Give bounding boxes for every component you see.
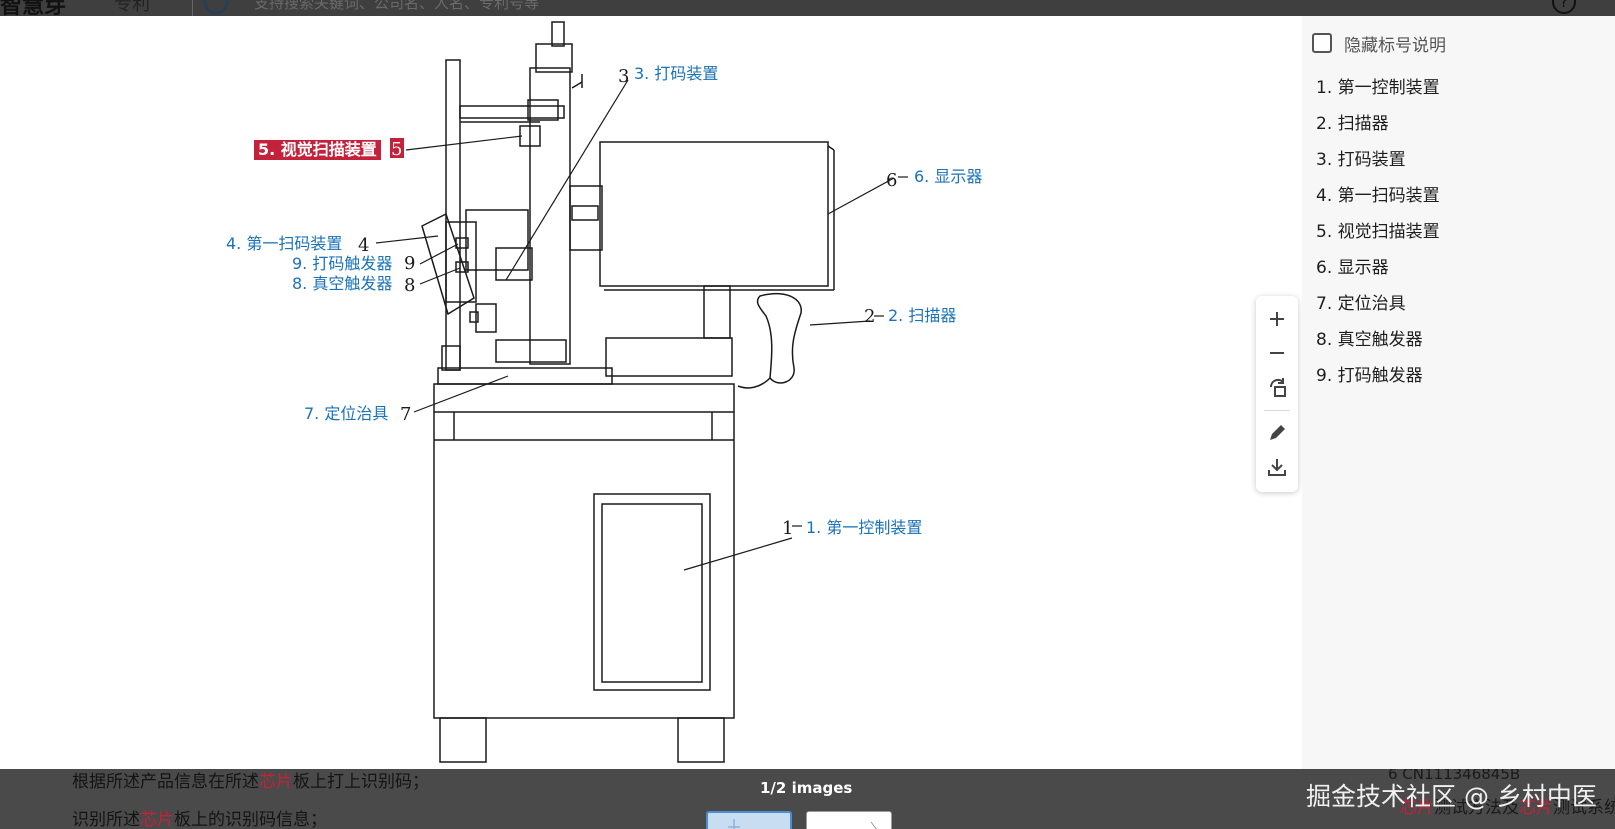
numeral-8: 8 [404,275,415,296]
globe-icon [204,0,228,14]
background-patent-ref: 6 CN111346845B [1388,769,1521,783]
pencil-icon [1270,425,1285,440]
numeral-7: 7 [400,404,411,425]
nav-tab-patent: 专利 [114,0,150,15]
legend-item-8[interactable]: 8. 真空触发器 [1316,330,1423,350]
machine-figure [421,21,835,763]
annotate-button[interactable] [1262,418,1292,448]
divider [192,0,193,16]
callout-1[interactable]: 1. 第一控制装置 [806,518,923,537]
legend-item-3[interactable]: 3. 打码装置 [1316,150,1406,170]
background-text-line-2: 识别所述芯片板上的识别码信息； [72,810,327,829]
legend-item-9[interactable]: 9. 打码触发器 [1316,366,1423,386]
legend-item-5[interactable]: 5. 视觉扫描装置 [1316,222,1440,242]
numeral-3: 3 [618,66,629,87]
download-icon [1268,459,1286,476]
callout-9[interactable]: 9. 打码触发器 [292,254,393,273]
callout-3[interactable]: 3. 打码装置 [634,64,719,83]
legend-item-2[interactable]: 2. 扫描器 [1316,114,1389,134]
search-placeholder: 支持搜索关键词、公司名、人名、专利号等 [254,0,540,12]
numeral-5-highlight: 5 [390,138,404,160]
numeral-9: 9 [404,253,415,274]
numeral-6: 6 [886,170,897,191]
zoom-in-button[interactable] [1262,304,1292,334]
app-logo: 智慧芽 [0,0,67,16]
svg-text:5: 5 [391,139,402,160]
numeral-2: 2 [864,306,875,327]
bottom-bar: 根据所述产品信息在所述芯片板上打上识别码； 识别所述芯片板上的识别码信息； 1/… [0,769,1615,829]
viewer-toolbar [1256,296,1298,492]
callout-7[interactable]: 7. 定位治具 [304,404,389,423]
hide-labels-toggle[interactable]: 隐藏标号说明 [1312,30,1446,56]
legend-item-6[interactable]: 6. 显示器 [1316,258,1389,278]
thumbnail-2[interactable] [806,811,892,829]
legend-list: 1. 第一控制装置 2. 扫描器 3. 打码装置 4. 第一扫码装置 5. 视觉… [1316,70,1440,394]
callout-2[interactable]: 2. 扫描器 [888,306,957,325]
leader-lines [375,79,908,571]
callout-4[interactable]: 4. 第一扫码装置 [226,234,343,253]
rotate-icon [1269,378,1286,397]
background-text-line-1: 根据所述产品信息在所述芯片板上打上识别码； [72,772,429,792]
callout-6[interactable]: 6. 显示器 [914,167,983,186]
thumbnail-1-preview [728,819,740,829]
numeral-1: 1 [782,518,793,539]
thumbnail-1-selected[interactable] [706,811,792,829]
hide-labels-label: 隐藏标号说明 [1344,35,1446,56]
legend-panel: 隐藏标号说明 1. 第一控制装置 2. 扫描器 3. 打码装置 4. 第一扫码装… [1302,16,1615,769]
image-counter: 1/2 images [760,779,853,797]
rotate-button[interactable] [1262,372,1292,402]
question-circle-icon: ? [1552,0,1576,14]
download-button[interactable] [1262,452,1292,482]
thumbnail-2-preview [870,821,877,829]
zoom-out-button[interactable] [1262,338,1292,368]
numeral-4: 4 [358,235,369,256]
background-top-bar: 智慧芽 专利 支持搜索关键词、公司名、人名、专利号等 ? [0,0,1615,16]
background-patent-title: 芯片测试方法及芯片测试系统 [1400,798,1615,818]
drawing-canvas[interactable]: 1 2 3 4 6 7 8 9 5 1. 第一控制装置 2. 扫描器 3. 打码… [0,16,1302,769]
callout-8[interactable]: 8. 真空触发器 [292,274,393,293]
toolbar-divider [1264,410,1290,411]
legend-item-1[interactable]: 1. 第一控制装置 [1316,78,1440,98]
watermark: 掘金技术社区 @ 乡村中医 [1306,782,1597,811]
callout-5-highlighted[interactable]: 5. 视觉扫描装置 [254,140,381,160]
legend-item-7[interactable]: 7. 定位治具 [1316,294,1406,314]
reference-numerals: 1 2 3 4 6 7 8 9 [358,66,897,539]
legend-item-4[interactable]: 4. 第一扫码装置 [1316,186,1440,206]
patent-drawing: 1 2 3 4 6 7 8 9 5 [358,21,908,763]
plus-icon [1270,312,1284,326]
minus-icon [1270,352,1284,354]
hide-labels-checkbox[interactable] [1312,33,1332,53]
